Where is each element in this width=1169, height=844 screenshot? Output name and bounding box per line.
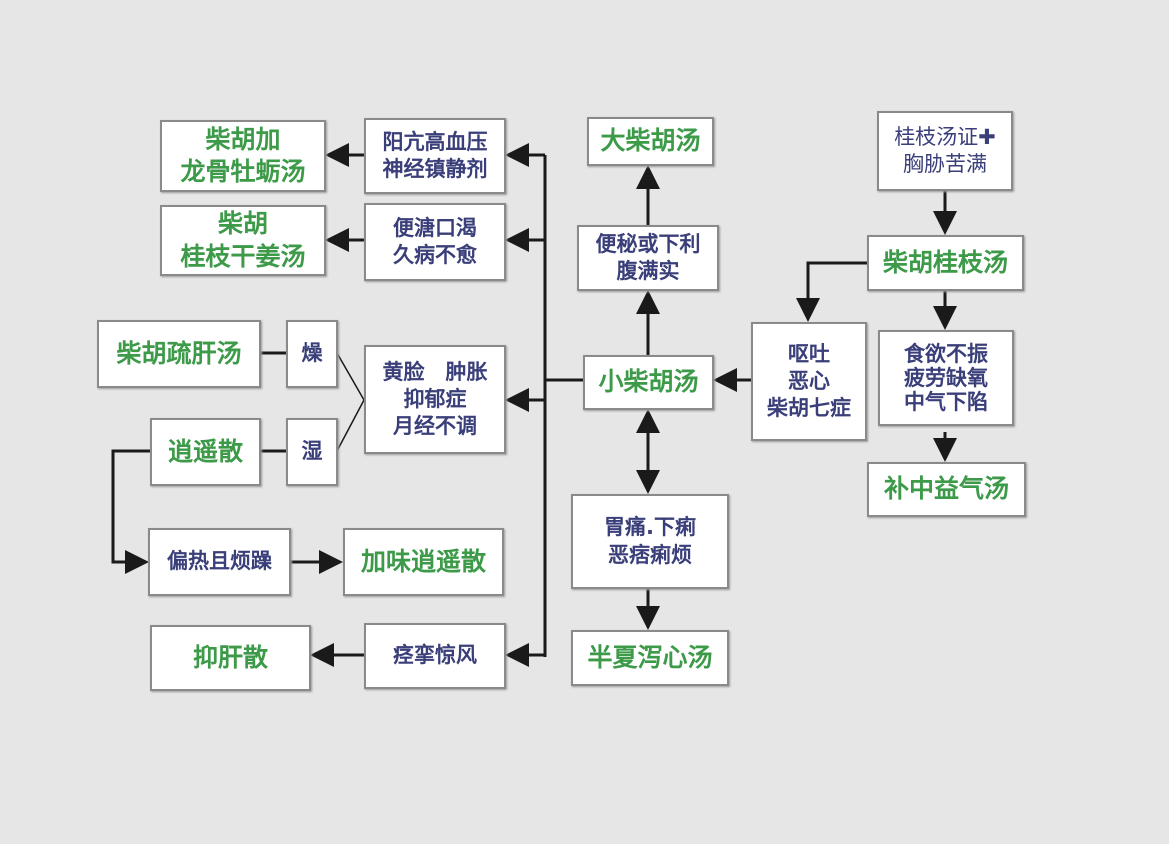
node-da-chaihu-tang: 大柴胡汤 — [587, 117, 714, 166]
node-xiao-chaihu-tang: 小柴胡汤 — [583, 355, 714, 410]
node-line: 中气下陷 — [904, 390, 988, 415]
node-line: 桂枝汤证✚ — [894, 124, 996, 149]
node-jingluan: 痉挛惊风 — [364, 623, 506, 689]
node-line: 柴胡疏肝汤 — [116, 338, 242, 368]
node-line: 腹满实 — [616, 259, 680, 283]
node-banxia-xiexin-tang: 半夏泻心汤 — [571, 630, 729, 686]
node-line: 湿 — [301, 439, 323, 464]
node-line: 加味逍遥散 — [360, 546, 486, 576]
node-line: 补中益气汤 — [883, 474, 1009, 504]
node-biantang: 便溏口渴久病不愈 — [364, 203, 506, 281]
node-line: 大柴胡汤 — [600, 126, 701, 156]
node-line: 柴胡加 — [205, 124, 281, 154]
node-line: 逍遥散 — [167, 436, 243, 466]
node-line: 久病不愈 — [393, 243, 477, 267]
node-zao: 燥 — [286, 320, 338, 388]
node-line: 半夏泻心汤 — [587, 642, 713, 672]
node-outu: 呕吐恶心柴胡七症 — [751, 322, 867, 441]
node-line: 恶痞痢烦 — [608, 542, 692, 567]
node-jiawei-xiaoyao-san: 加味逍遥散 — [343, 528, 504, 596]
node-buzhong-yiqi-tang: 补中益气汤 — [867, 462, 1026, 517]
node-guizhi-tang-zheng: 桂枝汤证✚ 胸胁苦满 — [877, 111, 1013, 191]
node-huanglian: 黄脸 肿胀抑郁症月经不调 — [364, 345, 506, 454]
node-line: 黄脸 肿胀 — [382, 359, 488, 384]
node-line: 抑郁症 — [403, 386, 467, 411]
node-yangkang: 阳亢高血压神经镇静剂 — [364, 118, 506, 194]
node-line: 月经不调 — [393, 414, 477, 439]
node-chaihu-guizhi-tang: 柴胡桂枝汤 — [867, 235, 1024, 291]
node-line: 抑肝散 — [192, 642, 268, 672]
node-line: 桂枝干姜汤 — [180, 241, 306, 271]
node-line: 龙骨牡蛎汤 — [180, 157, 306, 186]
node-xiaoyao-san: 逍遥散 — [150, 418, 261, 486]
node-shiyu: 食欲不振疲劳缺氧中气下陷 — [878, 330, 1014, 426]
node-line: 偏热且烦躁 — [167, 549, 272, 574]
node-line: 呕吐 — [788, 341, 830, 366]
node-pianre: 偏热且烦躁 — [148, 528, 291, 596]
node-line: 便秘或下利 — [595, 231, 701, 256]
node-chaihu-guizhi-ganjiang-tang: 柴胡桂枝干姜汤 — [160, 205, 326, 276]
node-chaihu-longgu-muli-tang: 柴胡加龙骨牡蛎汤 — [160, 120, 326, 192]
node-line: 神经镇静剂 — [382, 157, 488, 181]
node-line: 痉挛惊风 — [393, 643, 477, 668]
node-line: 柴胡桂枝汤 — [882, 247, 1008, 277]
node-yigan-san: 抑肝散 — [150, 625, 311, 691]
node-line: 柴胡七症 — [767, 396, 851, 421]
node-line: 食欲不振 — [904, 341, 988, 366]
node-line: 疲劳缺氧 — [904, 365, 988, 390]
node-line: 恶心 — [788, 368, 830, 393]
node-weitong: 胃痛.下痢恶痞痢烦 — [571, 494, 729, 589]
node-line: 胃痛.下痢 — [604, 515, 696, 540]
node-line: 便溏口渴 — [393, 215, 477, 240]
node-shi: 湿 — [286, 418, 338, 486]
node-line: 柴胡 — [217, 209, 268, 238]
node-chaihu-shugan-tang: 柴胡疏肝汤 — [97, 320, 261, 388]
node-line: 胸胁苦满 — [903, 152, 987, 176]
node-line: 燥 — [301, 341, 323, 366]
node-bianmi: 便秘或下利腹满实 — [577, 225, 719, 291]
node-line: 小柴胡汤 — [598, 367, 699, 397]
node-line: 阳亢高血压 — [382, 129, 488, 154]
